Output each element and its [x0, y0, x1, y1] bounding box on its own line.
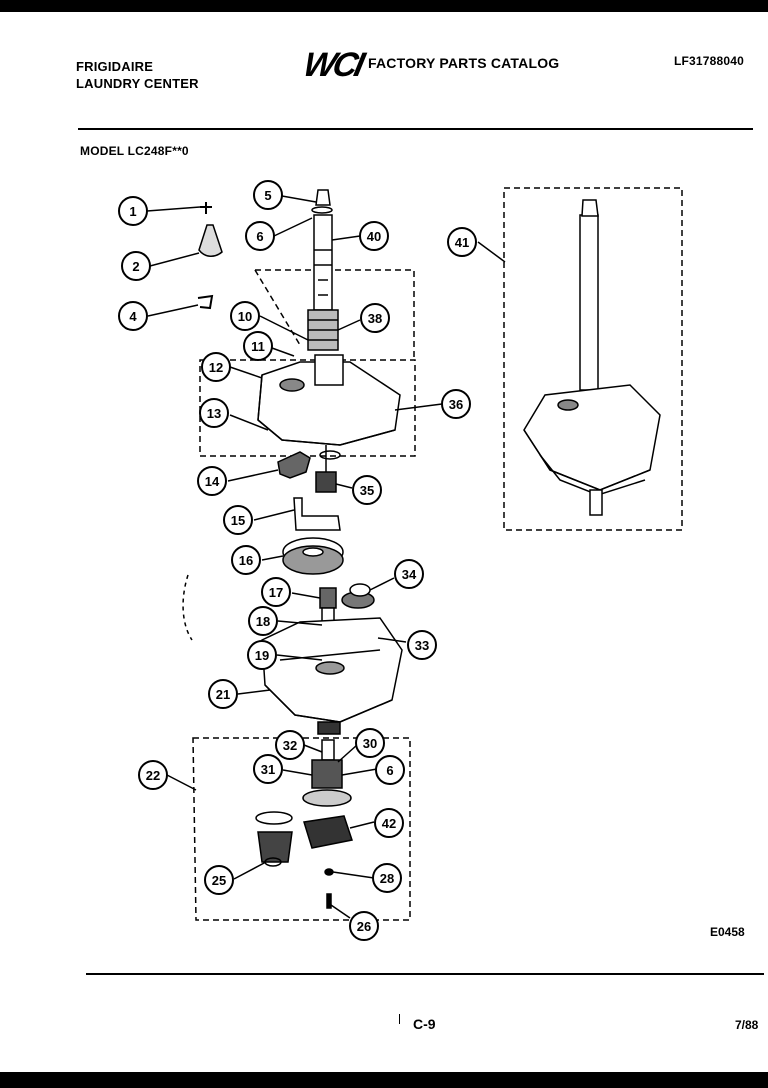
shaft-tip-part-5	[315, 189, 331, 206]
svg-text:42: 42	[382, 816, 396, 831]
scan-border-top	[0, 0, 768, 12]
ring-part-6	[311, 206, 333, 214]
callout-30: 30	[355, 728, 385, 758]
page-number: C-9	[413, 1016, 436, 1032]
svg-text:2: 2	[132, 259, 139, 274]
callout-28: 28	[372, 863, 402, 893]
svg-text:17: 17	[269, 585, 283, 600]
shaft-part-41	[579, 214, 599, 391]
svg-text:41: 41	[455, 235, 469, 250]
screw-part-28	[324, 868, 334, 876]
callout-13: 13	[199, 398, 229, 428]
header-rule	[78, 128, 753, 130]
svg-text:1: 1	[129, 204, 136, 219]
product-line: LAUNDRY CENTER	[76, 76, 199, 91]
brand-name: FRIGIDAIRE	[76, 59, 154, 74]
svg-text:36: 36	[449, 397, 463, 412]
svg-text:22: 22	[146, 768, 160, 783]
svg-text:19: 19	[255, 648, 269, 663]
svg-text:31: 31	[261, 762, 275, 777]
svg-text:15: 15	[231, 513, 245, 528]
svg-text:26: 26	[357, 919, 371, 934]
catalog-title: FACTORY PARTS CATALOG	[368, 55, 560, 71]
callout-6-bottom: 6	[375, 755, 405, 785]
seal-part-31	[302, 789, 352, 807]
block-part-42	[303, 815, 353, 849]
callout-10: 10	[230, 301, 260, 331]
svg-text:14: 14	[205, 474, 220, 489]
callout-17: 17	[261, 577, 291, 607]
callout-26: 26	[349, 911, 379, 941]
callout-11: 11	[243, 331, 273, 361]
clip-part-4	[197, 294, 214, 310]
scan-border-bottom	[0, 1072, 768, 1088]
lever-part-14	[277, 451, 311, 479]
callout-6-top: 6	[245, 221, 275, 251]
cup-part-25	[257, 831, 293, 863]
drawing-code: E0458	[710, 925, 745, 939]
svg-text:18: 18	[256, 614, 270, 629]
gear-part-35	[315, 471, 337, 493]
callout-16: 16	[231, 545, 261, 575]
svg-text:34: 34	[402, 567, 417, 582]
pinion-part-17	[319, 587, 337, 609]
shift-fork-part-15	[293, 497, 341, 531]
callout-35: 35	[352, 475, 382, 505]
callout-4: 4	[118, 301, 148, 331]
callout-15: 15	[223, 505, 253, 535]
callout-18: 18	[248, 606, 278, 636]
model-number: MODEL LC248F**0	[80, 144, 189, 158]
svg-text:4: 4	[129, 309, 137, 324]
callout-41: 41	[447, 227, 477, 257]
svg-text:28: 28	[380, 871, 394, 886]
svg-text:21: 21	[216, 687, 230, 702]
callout-33: 33	[407, 630, 437, 660]
callout-42: 42	[374, 808, 404, 838]
svg-text:10: 10	[238, 309, 252, 324]
callout-19: 19	[247, 640, 277, 670]
svg-text:35: 35	[360, 483, 374, 498]
callout-5: 5	[253, 180, 283, 210]
brand-block: FRIGIDAIRE LAUNDRY CENTER	[76, 58, 199, 92]
svg-text:6: 6	[256, 229, 263, 244]
svg-text:30: 30	[363, 736, 377, 751]
callout-31: 31	[253, 754, 283, 784]
callout-1: 1	[118, 196, 148, 226]
svg-text:25: 25	[212, 873, 226, 888]
svg-text:6: 6	[386, 763, 393, 778]
ring-part-25a	[255, 811, 293, 825]
svg-text:32: 32	[283, 738, 297, 753]
callout-21: 21	[208, 679, 238, 709]
gear-part-30	[311, 759, 343, 789]
callout-34: 34	[394, 559, 424, 589]
callout-12: 12	[201, 352, 231, 382]
dashed-box-22	[192, 737, 411, 921]
dashed-box-10	[255, 269, 415, 358]
svg-text:11: 11	[251, 339, 265, 354]
screw-part-26	[326, 893, 332, 909]
callout-25: 25	[204, 865, 234, 895]
catalog-part-number: LF31788040	[674, 54, 745, 68]
callout-40: 40	[359, 221, 389, 251]
svg-text:13: 13	[207, 406, 221, 421]
margin-tick	[399, 1014, 400, 1024]
callout-22: 22	[138, 760, 168, 790]
svg-text:40: 40	[367, 229, 381, 244]
screw-part-1	[200, 202, 212, 214]
svg-text:12: 12	[209, 360, 223, 375]
svg-text:33: 33	[415, 638, 429, 653]
svg-text:5: 5	[264, 188, 271, 203]
callout-14: 14	[197, 466, 227, 496]
svg-text:38: 38	[368, 311, 382, 326]
callout-2: 2	[121, 251, 151, 281]
catalog-date: 7/88	[735, 1018, 759, 1032]
footer-rule	[86, 973, 764, 975]
callout-32: 32	[275, 730, 305, 760]
callout-36: 36	[441, 389, 471, 419]
callout-38: 38	[360, 303, 390, 333]
svg-text:16: 16	[239, 553, 253, 568]
cap-part-2	[198, 224, 223, 257]
